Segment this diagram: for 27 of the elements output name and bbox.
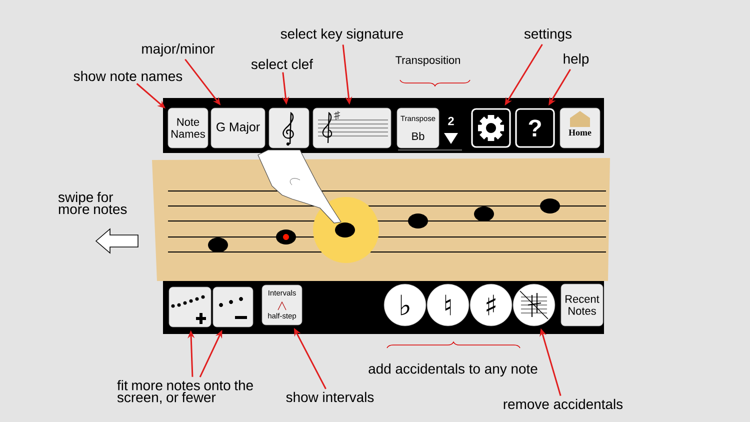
callout-text: select key signature xyxy=(280,28,403,42)
key-mode-button: G Major xyxy=(210,108,266,148)
flat-button: ♭ xyxy=(384,284,426,326)
clef-button xyxy=(268,108,310,148)
remove-accidentals-button xyxy=(512,284,556,326)
sharp-button: ♯ xyxy=(470,284,512,326)
more-notes-button xyxy=(168,286,212,328)
callout-text: remove accidentals xyxy=(504,398,623,410)
callout-text: help xyxy=(564,54,589,66)
settings-button xyxy=(471,108,511,148)
callout-text: major/minor xyxy=(142,44,215,56)
callout-text: fit more notes onto the screen, or fewer xyxy=(117,380,253,404)
fewer-notes-button xyxy=(212,286,254,328)
callout-text: show intervals xyxy=(286,392,374,402)
callout-text: show note names xyxy=(74,70,182,82)
callout-text: select clef xyxy=(251,58,313,70)
callout-text: add accidentals to any note xyxy=(368,364,538,376)
home-button: Home xyxy=(560,108,600,148)
note-names-button: Note Names xyxy=(168,108,208,148)
recent-notes-button: Recent Notes xyxy=(560,284,604,326)
interval-selector: 2 xyxy=(444,116,458,144)
callout-text: Transposition xyxy=(396,56,460,66)
callout-text: settings xyxy=(524,28,572,42)
natural-button: ♮ xyxy=(426,284,470,326)
help-button: ? xyxy=(515,108,555,148)
key-signature-button xyxy=(312,108,392,148)
callout-text: swipe for more notes xyxy=(58,192,127,214)
